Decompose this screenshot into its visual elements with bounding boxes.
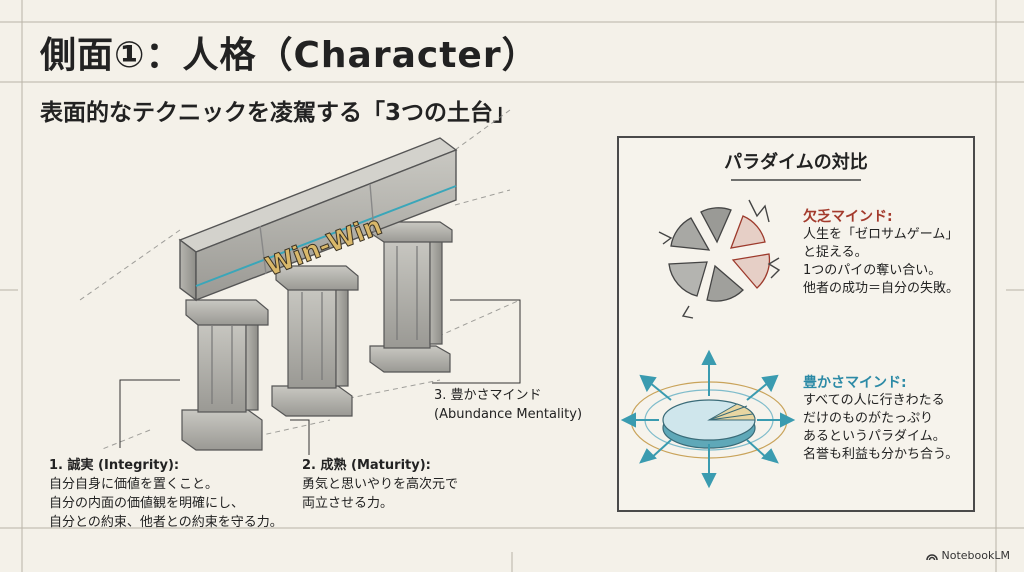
scarcity-line: と捉える。 bbox=[803, 245, 868, 260]
branding-label: NotebookLM bbox=[941, 549, 1010, 562]
paradigm-panel: パラダイムの対比 bbox=[617, 136, 975, 512]
panel-title: パラダイムの対比 bbox=[724, 152, 868, 173]
pillar-label-abundance: 3. 豊かさマインド (Abundance Mentality) bbox=[434, 386, 582, 424]
abundance-mindset: 豊かさマインド: すべての人に行きわたる だけのものがたっぷり あるというパラダ… bbox=[803, 374, 958, 464]
scarcity-heading: 欠乏マインド: bbox=[803, 209, 893, 225]
page-title: 側面①：人格（Character） bbox=[40, 35, 539, 76]
scarcity-line: 人生を「ゼロサムゲーム」 bbox=[803, 227, 959, 242]
pillar-line: 自分の内面の価値観を明確にし、 bbox=[49, 496, 245, 511]
pillar-line: (Abundance Mentality) bbox=[434, 407, 583, 422]
abundance-line: 名誉も利益も分かち合う。 bbox=[803, 447, 959, 462]
abundance-line: すべての人に行きわたる bbox=[803, 393, 945, 408]
abundance-line: あるというパラダイム。 bbox=[803, 429, 946, 444]
pillar-label-integrity: 1. 誠実 (Integrity): 自分自身に価値を置くこと。 自分の内面の価… bbox=[49, 456, 283, 532]
page-subtitle: 表面的なテクニックを凌駕する「3つの土台」 bbox=[40, 100, 517, 126]
abundance-heading: 豊かさマインド: bbox=[803, 375, 907, 391]
scarcity-line: 他者の成功＝自分の失敗。 bbox=[803, 281, 960, 296]
notebooklm-logo-icon bbox=[925, 553, 938, 560]
paradigm-illustrations bbox=[620, 179, 861, 489]
abundance-line: だけのものがたっぷり bbox=[803, 411, 934, 426]
pillar-line: 勇気と思いやりを高次元で bbox=[302, 477, 459, 492]
pillar-line: 自分自身に価値を置くこと。 bbox=[49, 477, 219, 492]
scarcity-mindset: 欠乏マインド: 人生を「ゼロサムゲーム」 と捉える。 1つのパイの奪い合い。 他… bbox=[803, 208, 959, 298]
pillar-heading: 3. 豊かさマインド bbox=[434, 388, 542, 403]
notebooklm-badge: NotebookLM bbox=[925, 549, 1010, 562]
lintel bbox=[178, 137, 458, 302]
pillar-heading: 2. 成熟 (Maturity): bbox=[302, 458, 431, 473]
pillar-heading: 1. 誠実 (Integrity): bbox=[49, 458, 180, 473]
broken-pie-icon bbox=[668, 207, 771, 302]
pillar-maturity bbox=[271, 265, 359, 417]
pillar-line: 両立させる力。 bbox=[302, 496, 394, 511]
abundant-pie-icon bbox=[630, 381, 788, 459]
scarcity-line: 1つのパイの奪い合い。 bbox=[803, 263, 942, 278]
pillar-integrity bbox=[181, 299, 269, 451]
pillar-label-maturity: 2. 成熟 (Maturity): 勇気と思いやりを高次元で 両立させる力。 bbox=[302, 456, 458, 513]
pillar-line: 自分との約束、他者との約束を守る力。 bbox=[49, 515, 283, 530]
pillar-abundance bbox=[369, 221, 453, 373]
